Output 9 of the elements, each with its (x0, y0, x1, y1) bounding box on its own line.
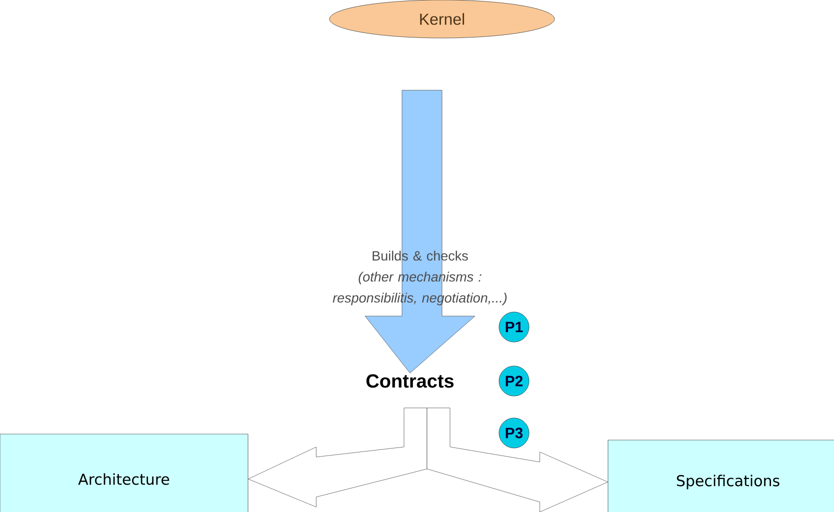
circle-badge: P3 (498, 418, 530, 448)
process-box: Architecture (0, 434, 248, 512)
circle-badge: P2 (498, 366, 530, 396)
block-arrow-branch (426, 408, 608, 512)
block-arrow (364, 90, 476, 374)
process-box: Specifications (608, 440, 834, 512)
contracts-label: Contracts (366, 374, 454, 388)
block-arrow-branch (248, 408, 428, 508)
circle-badge: P1 (498, 312, 530, 342)
